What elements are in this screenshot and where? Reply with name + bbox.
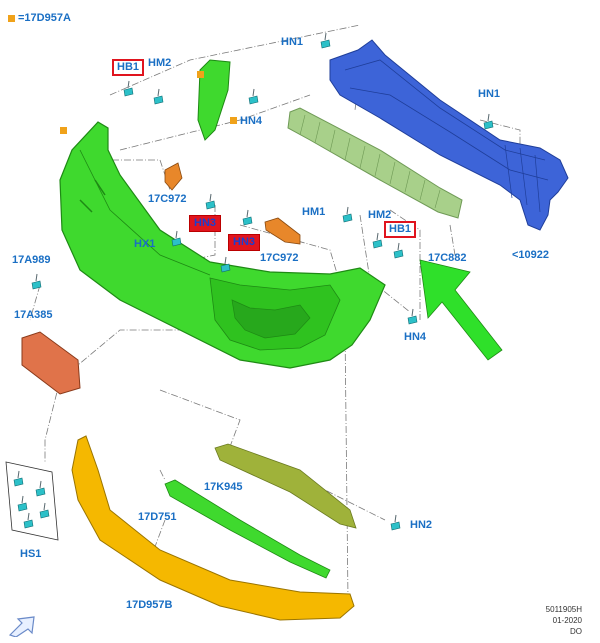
fastener-clip-icon [39, 502, 50, 519]
fastener-clip-icon [372, 232, 383, 249]
fastener-clip-icon [23, 512, 34, 529]
label-17a989: 17A989 [12, 254, 51, 266]
marker-square [230, 117, 237, 124]
label-17c882: 17C882 [428, 252, 467, 264]
fastener-clip-icon [220, 256, 231, 273]
legend-swatch [8, 14, 15, 22]
label-hm1: HM1 [302, 206, 326, 218]
fastener-clip-icon [31, 273, 42, 290]
label-10922: <10922 [512, 249, 550, 261]
label-hn1-top: HN1 [281, 36, 304, 48]
side-brackets [164, 162, 301, 245]
label-hs1: HS1 [20, 548, 42, 560]
label-hn2: HN2 [410, 519, 433, 531]
fastener-clip-icon [13, 470, 24, 487]
legend: =17D957A [8, 12, 71, 24]
lower-absorber [214, 443, 357, 529]
marker-square [197, 71, 204, 78]
fasteners [13, 32, 494, 531]
label-17a385: 17A385 [14, 309, 53, 321]
air-deflector [164, 479, 331, 579]
fastener-clip-icon [17, 495, 28, 512]
fastener-clip-icon [342, 206, 353, 223]
label-hn1-right: HN1 [478, 88, 501, 100]
fastener-clip-icon [153, 88, 164, 105]
reference-suffix: DO [570, 627, 582, 636]
callout-arrow [419, 259, 503, 361]
label-17d957b: 17D957B [126, 599, 173, 611]
fastener-clip-icon [483, 113, 494, 130]
license-plate-bracket [21, 331, 81, 395]
label-hb1-left: HB1 [112, 59, 145, 76]
fastener-clip-icon [407, 308, 418, 325]
label-hx1: HX1 [134, 238, 156, 250]
label-hn4-upper: HN4 [240, 115, 263, 127]
bumper-reinforcement [329, 39, 569, 231]
label-hn3-b: HN3 [228, 234, 261, 251]
fastener-clip-icon [393, 242, 404, 259]
back-arrow-icon[interactable] [8, 613, 44, 637]
reference-block: 5011905H 01-2020 DO [546, 604, 582, 637]
energy-absorber [287, 107, 463, 219]
label-hn4-lower: HN4 [404, 331, 427, 343]
fastener-clip-icon [242, 209, 253, 226]
fastener-clip-icon [171, 230, 182, 247]
bumper-cover [59, 59, 386, 369]
fastener-clip-icon [248, 88, 259, 105]
reference-date: 01-2020 [552, 616, 582, 625]
marker-square [60, 127, 67, 134]
fastener-clip-icon [320, 32, 331, 49]
label-17k945: 17K945 [204, 481, 243, 493]
label-17c972-right: 17C972 [260, 252, 299, 264]
label-hm2-right: HM2 [368, 209, 392, 221]
fastener-kit [5, 461, 59, 541]
label-17d751: 17D751 [138, 511, 177, 523]
fastener-clip-icon [123, 80, 134, 97]
legend-label: =17D957A [18, 12, 71, 24]
label-hm2-left: HM2 [148, 57, 172, 69]
fastener-clip-icon [35, 480, 46, 497]
label-hn3-a: HN3 [189, 215, 222, 232]
label-17c972-left: 17C972 [148, 193, 187, 205]
label-hb1-right: HB1 [384, 221, 417, 238]
fastener-clip-icon [205, 193, 216, 210]
reference-code: 5011905H [545, 605, 582, 614]
lower-valance [71, 435, 355, 621]
fastener-clip-icon [390, 514, 401, 531]
